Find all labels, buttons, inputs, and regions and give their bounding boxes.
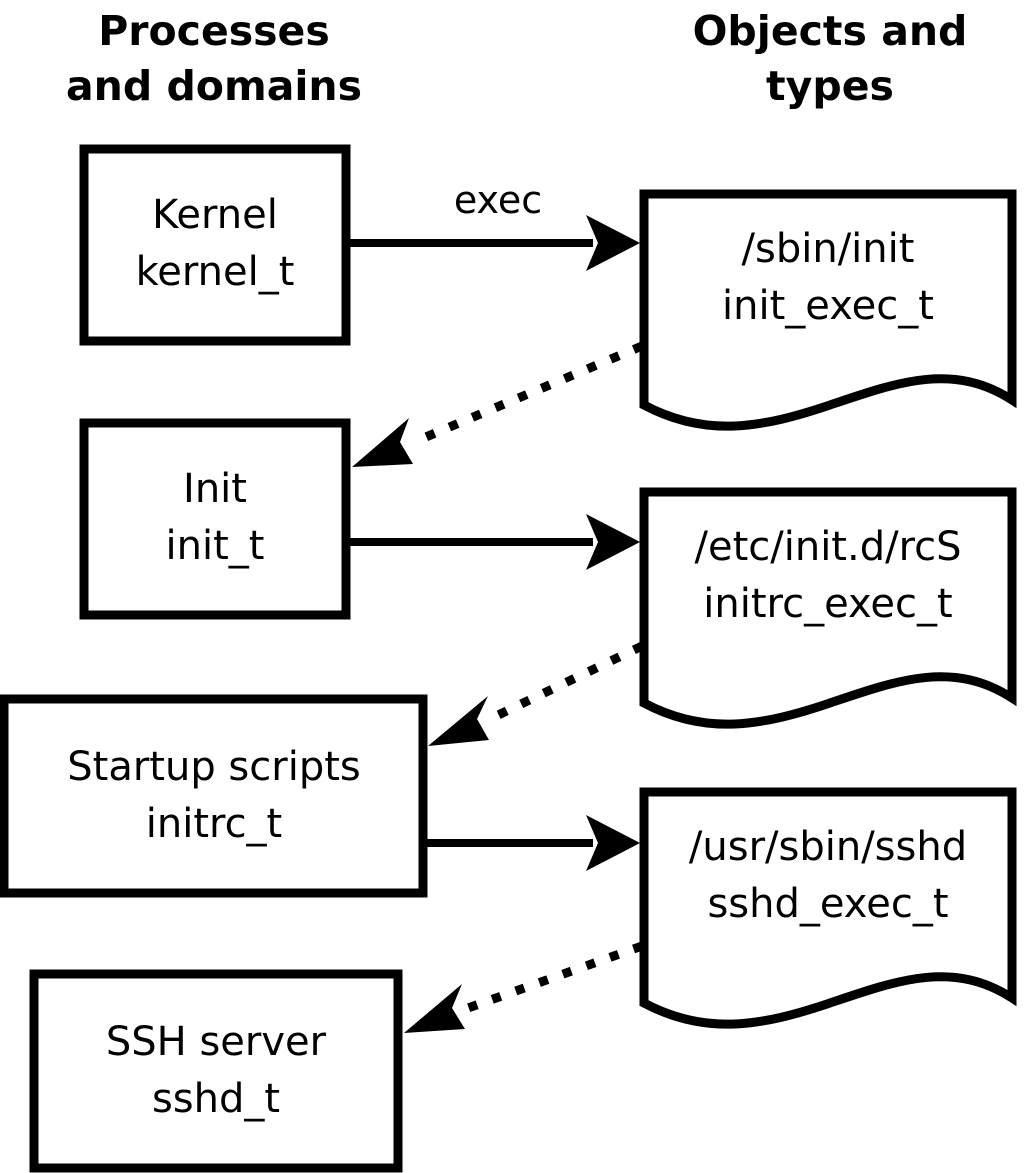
- node-ssh-server-box[interactable]: [29, 969, 403, 1173]
- node-init-line2: init_t: [166, 523, 265, 569]
- column-title-processes-line2: and domains: [66, 62, 362, 110]
- edge-rcs-transition-arrowhead: [428, 696, 489, 746]
- node-sbin-init[interactable]: /sbin/init init_exec_t: [639, 189, 1017, 431]
- node-usr-sbin-sshd-line1: /usr/sbin/sshd: [689, 824, 967, 870]
- edge-sshd-transition-ssh-server: [404, 941, 644, 1033]
- node-sbin-init-line1: /sbin/init: [742, 226, 915, 272]
- column-title-processes-line1: Processes: [98, 7, 330, 55]
- node-etc-initd-rcs-line1: /etc/init.d/rcS: [694, 524, 961, 570]
- node-ssh-server-line2: sshd_t: [152, 1076, 280, 1122]
- node-sbin-init-line2: init_exec_t: [722, 283, 934, 329]
- edge-sshd-transition-line: [466, 941, 644, 1013]
- node-sbin-init-document[interactable]: [639, 189, 1017, 431]
- edge-sbin-init-transition-init: [352, 341, 644, 467]
- node-startup-scripts[interactable]: Startup scripts initrc_t: [0, 694, 428, 898]
- edge-rcs-transition-startup-scripts: [428, 641, 644, 746]
- node-ssh-server-line1: SSH server: [106, 1019, 327, 1065]
- node-usr-sbin-sshd[interactable]: /usr/sbin/sshd sshd_exec_t: [639, 787, 1017, 1029]
- edge-kernel-exec-sbin-init: exec: [348, 178, 640, 271]
- node-init-box[interactable]: [79, 418, 351, 620]
- node-usr-sbin-sshd-document[interactable]: [639, 787, 1017, 1029]
- column-title-processes: Processes and domains: [66, 7, 362, 110]
- node-usr-sbin-sshd-line2: sshd_exec_t: [707, 881, 948, 927]
- column-title-objects-line2: types: [766, 62, 894, 110]
- edge-startup-scripts-exec-arrowhead: [586, 815, 640, 871]
- column-title-objects: Objects and types: [693, 7, 968, 110]
- node-etc-initd-rcs-line2: initrc_exec_t: [703, 581, 952, 627]
- edge-init-exec-etc-initd-rcs: [348, 514, 640, 570]
- edge-kernel-exec-arrowhead: [586, 215, 640, 271]
- node-etc-initd-rcs-document[interactable]: [639, 487, 1017, 729]
- node-etc-initd-rcs[interactable]: /etc/init.d/rcS initrc_exec_t: [639, 487, 1017, 729]
- node-kernel-box[interactable]: [79, 144, 351, 346]
- node-startup-scripts-line2: initrc_t: [146, 801, 283, 847]
- column-title-objects-line1: Objects and: [693, 7, 968, 55]
- edge-rcs-transition-line: [490, 641, 644, 723]
- node-ssh-server[interactable]: SSH server sshd_t: [29, 969, 403, 1173]
- edge-label-exec: exec: [454, 178, 542, 222]
- node-startup-scripts-box[interactable]: [0, 694, 428, 898]
- edge-sbin-init-transition-line: [412, 341, 644, 447]
- edge-init-exec-arrowhead: [586, 514, 640, 570]
- node-kernel-line2: kernel_t: [136, 249, 295, 295]
- edge-sbin-init-transition-arrowhead: [352, 418, 413, 467]
- node-kernel[interactable]: Kernel kernel_t: [79, 144, 351, 346]
- edge-startup-scripts-exec-sshd: [425, 815, 640, 871]
- node-init[interactable]: Init init_t: [79, 418, 351, 620]
- node-init-line1: Init: [183, 466, 247, 512]
- edge-sshd-transition-arrowhead: [404, 984, 465, 1033]
- node-startup-scripts-line1: Startup scripts: [67, 744, 360, 790]
- node-kernel-line1: Kernel: [152, 192, 278, 238]
